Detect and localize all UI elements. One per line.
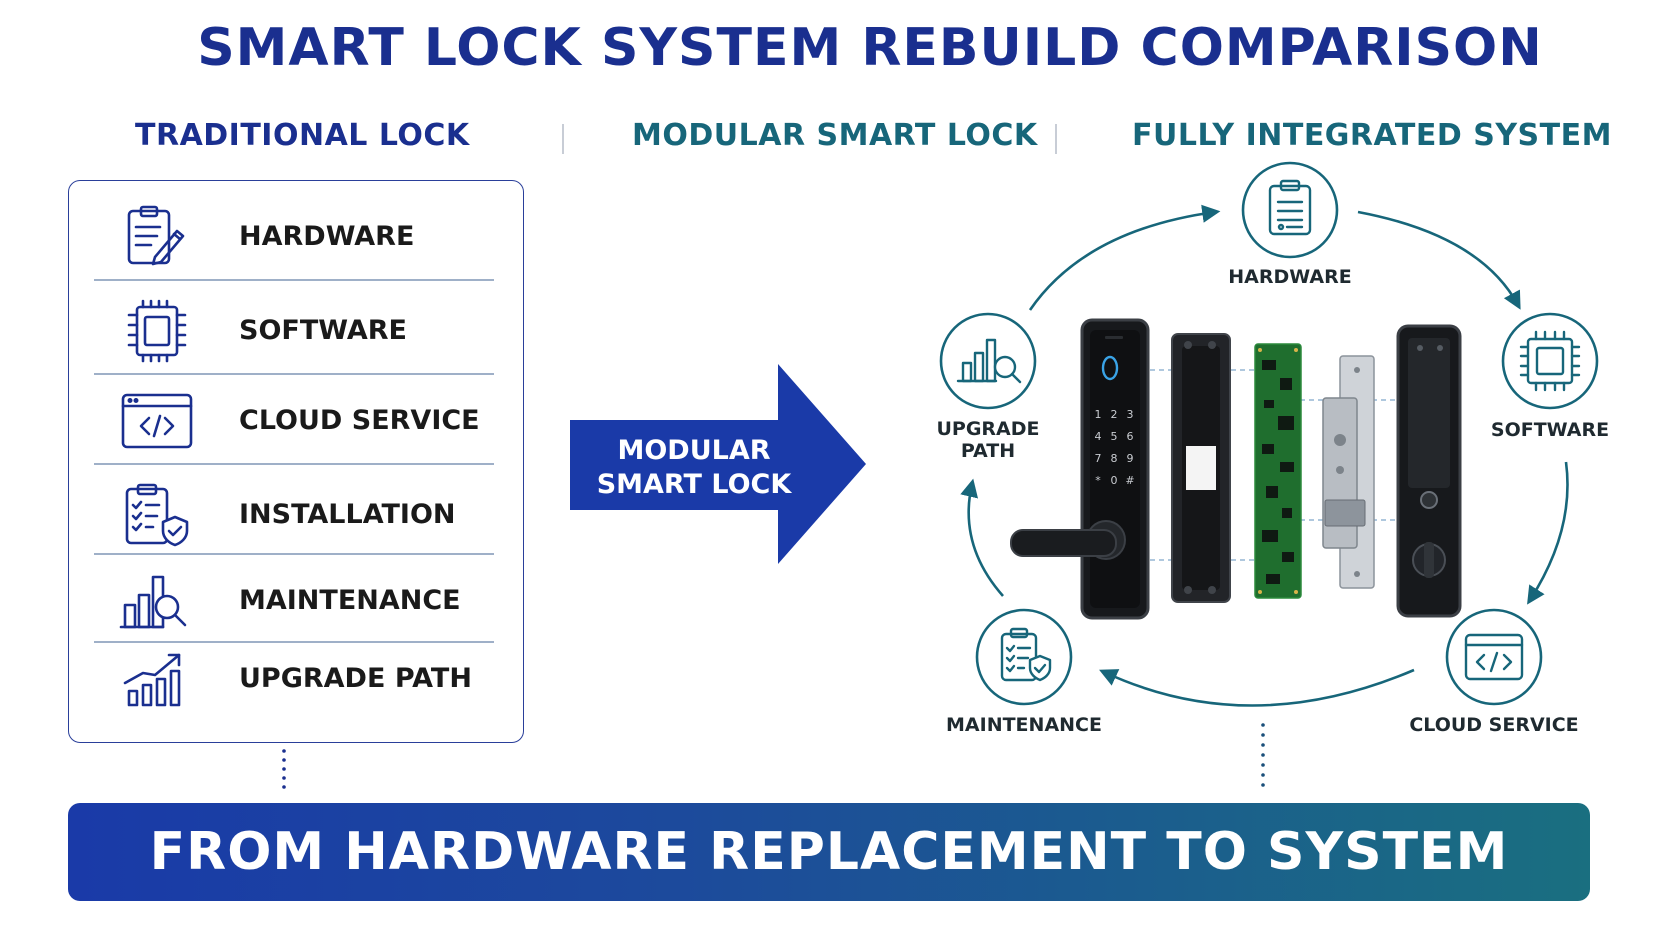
divider bbox=[94, 373, 494, 375]
divider bbox=[94, 279, 494, 281]
chip-icon bbox=[127, 299, 187, 363]
node-software bbox=[1501, 312, 1599, 410]
transition-arrow-label: MODULAR SMART LOCK bbox=[596, 435, 792, 500]
chip-icon bbox=[1519, 330, 1581, 392]
node-cloud-service bbox=[1445, 608, 1543, 706]
column-divider bbox=[1055, 124, 1057, 154]
cycle-arrows bbox=[960, 204, 1569, 707]
keypad-digit: 8 bbox=[1111, 452, 1118, 465]
bottom-banner bbox=[68, 803, 1590, 901]
growth-chart-icon bbox=[123, 653, 181, 707]
traditional-lock-panel: HARDWARE SOFTWARE bbox=[68, 180, 524, 743]
transition-arrow bbox=[570, 364, 866, 564]
keypad-digit: # bbox=[1125, 474, 1134, 487]
node-label-hardware: HARDWARE bbox=[1228, 266, 1352, 288]
list-item-upgrade-path: UPGRADE PATH bbox=[94, 633, 494, 721]
list-item-label: CLOUD SERVICE bbox=[239, 405, 480, 436]
keypad-digit: 0 bbox=[1111, 474, 1118, 487]
clipboard-pen-icon bbox=[127, 205, 185, 266]
list-item-software: SOFTWARE bbox=[94, 285, 494, 373]
keypad-digit: * bbox=[1095, 474, 1101, 487]
divider bbox=[94, 641, 494, 643]
node-label-cloud-service: CLOUD SERVICE bbox=[1409, 714, 1579, 736]
arrow-cloud-to-maintenance bbox=[1099, 668, 1415, 707]
keypad-digit: 4 bbox=[1095, 430, 1102, 443]
keypad-digit: 5 bbox=[1111, 430, 1118, 443]
divider bbox=[94, 463, 494, 465]
circuit-board bbox=[1254, 343, 1302, 599]
bar-chart-search-icon bbox=[956, 338, 1022, 384]
checklist-shield-icon bbox=[125, 483, 189, 547]
arrow-upgrade-to-hardware bbox=[1028, 204, 1221, 311]
arrow-software-to-cloud bbox=[1527, 461, 1569, 605]
list-item-cloud-service: CLOUD SERVICE bbox=[94, 375, 494, 463]
code-window-icon bbox=[1464, 633, 1524, 681]
list-item-hardware: HARDWARE bbox=[94, 191, 494, 279]
dotted-connector bbox=[282, 749, 286, 789]
dotted-connector bbox=[1261, 723, 1265, 787]
list-item-maintenance: MAINTENANCE bbox=[94, 555, 494, 643]
list-item-label: INSTALLATION bbox=[239, 499, 456, 530]
keypad-digit: 9 bbox=[1127, 452, 1134, 465]
column-heading-traditional: TRADITIONAL LOCK bbox=[135, 118, 470, 153]
keypad-digit: 1 bbox=[1095, 408, 1102, 421]
node-label-upgrade-path: UPGRADE PATH bbox=[936, 418, 1040, 462]
keypad-digit: 7 bbox=[1095, 452, 1102, 465]
page-title: SMART LOCK SYSTEM REBUILD COMPARISON bbox=[197, 18, 1543, 78]
column-heading-integrated: FULLY INTEGRATED SYSTEM bbox=[1132, 118, 1612, 153]
list-item-label: HARDWARE bbox=[239, 221, 415, 252]
list-item-label: SOFTWARE bbox=[239, 315, 407, 346]
fingerprint-sensor bbox=[1101, 355, 1119, 381]
checklist-shield-icon bbox=[1000, 627, 1052, 682]
arrow-hardware-to-software bbox=[1357, 210, 1521, 310]
list-item-label: UPGRADE PATH bbox=[239, 663, 472, 694]
column-divider bbox=[562, 124, 564, 154]
list-item-installation: INSTALLATION bbox=[94, 469, 494, 557]
bar-chart-search-icon bbox=[119, 575, 187, 629]
keypad-digit: 6 bbox=[1127, 430, 1134, 443]
door-handle bbox=[1010, 529, 1117, 557]
list-item-label: MAINTENANCE bbox=[239, 585, 461, 616]
code-window-icon bbox=[121, 393, 193, 449]
keypad-digit: 2 bbox=[1111, 408, 1118, 421]
node-label-maintenance: MAINTENANCE bbox=[946, 714, 1102, 736]
bottom-banner-text: FROM HARDWARE REPLACEMENT TO SYSTEM REBU… bbox=[149, 822, 1509, 941]
arrow-maintenance-to-upgrade bbox=[960, 478, 1004, 597]
clipboard-icon bbox=[1268, 179, 1312, 236]
node-label-software: SOFTWARE bbox=[1490, 419, 1610, 441]
keypad-digit: 3 bbox=[1127, 408, 1134, 421]
column-heading-modular: MODULAR SMART LOCK bbox=[632, 118, 1038, 153]
divider bbox=[94, 553, 494, 555]
